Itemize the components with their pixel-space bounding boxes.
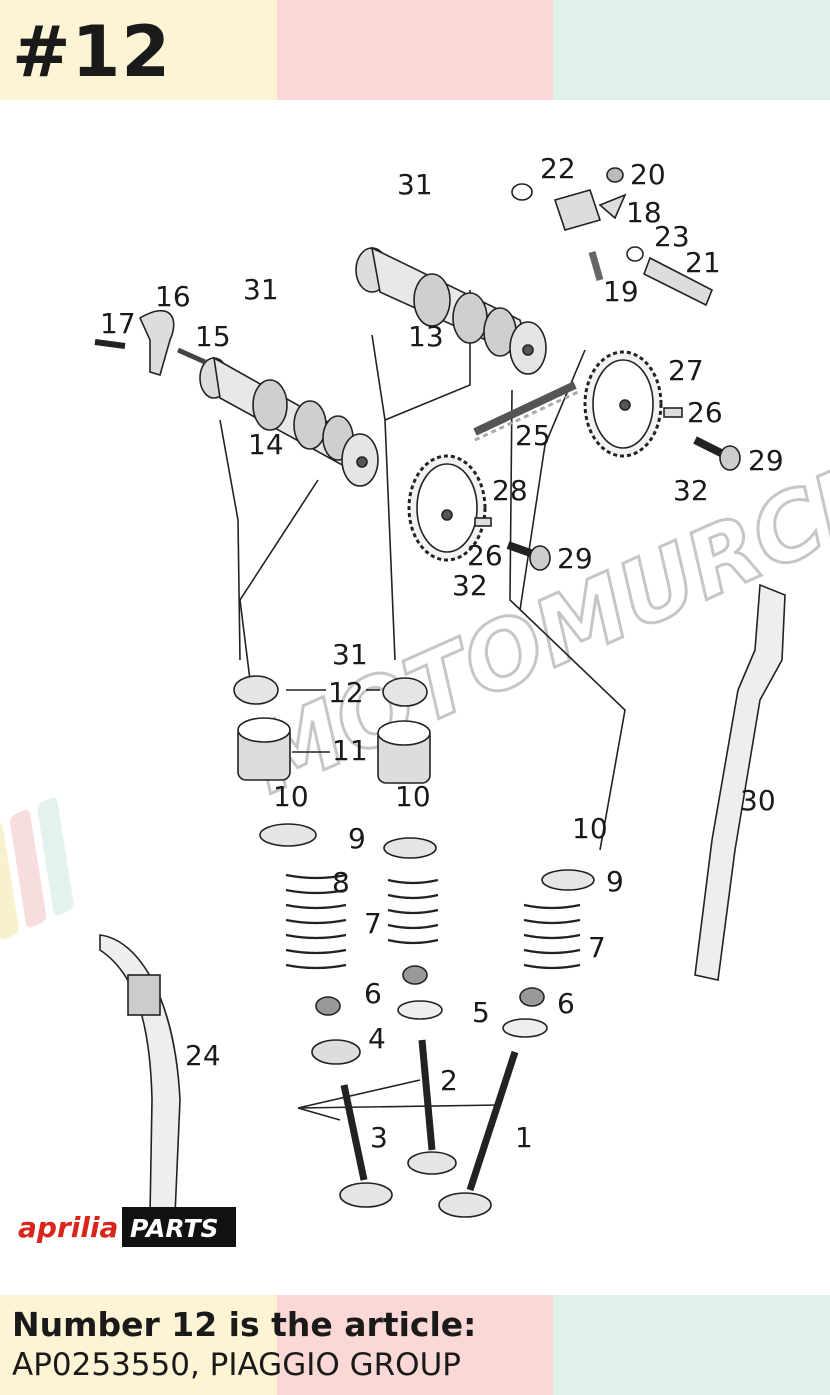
- callout-10b: 10: [395, 780, 431, 813]
- footer-band: [0, 1295, 830, 1395]
- callout-30: 30: [740, 784, 776, 817]
- spring-7-mid: [387, 878, 439, 945]
- retainer-9-mid: [383, 837, 437, 859]
- callout-10: 10: [273, 780, 309, 813]
- callout-24: 24: [185, 1039, 221, 1072]
- part-number-badge: #12: [12, 11, 172, 93]
- callout-32b: 32: [452, 569, 488, 602]
- aprilia-parts-logo: aprilia PARTS: [16, 1205, 236, 1247]
- callout-4: 4: [368, 1022, 386, 1055]
- camshaft-14: [199, 356, 379, 487]
- valve-1: [438, 1050, 519, 1218]
- callout-7b: 7: [588, 931, 606, 964]
- callout-18: 18: [626, 196, 662, 229]
- callout-9: 9: [348, 822, 366, 855]
- header-band: [0, 0, 830, 100]
- callout-23: 23: [654, 220, 690, 253]
- tappet-11-left: [237, 717, 291, 781]
- spring-8: [285, 873, 347, 970]
- washer-4: [311, 1039, 361, 1065]
- callout-6: 6: [364, 977, 382, 1010]
- sprocket-28: [407, 454, 487, 562]
- callout-7: 7: [364, 907, 382, 940]
- callout-31b: 31: [243, 273, 279, 306]
- callout-labels: 1 2 3 4 5 6 6 7 7 8 9 9 10 10 10 11 12 1…: [100, 152, 784, 1154]
- callout-31c: 31: [332, 638, 368, 671]
- callout-2: 2: [440, 1064, 458, 1097]
- callout-21: 21: [685, 246, 721, 279]
- parts-drawing: [94, 167, 786, 1218]
- timing-chain-25: [473, 381, 579, 442]
- callout-19: 19: [603, 275, 639, 308]
- callout-12: 12: [328, 676, 364, 709]
- callout-14: 14: [248, 428, 284, 461]
- camshaft-13: [355, 246, 547, 375]
- bolt-29-upper: [693, 436, 741, 471]
- callout-22: 22: [540, 152, 576, 185]
- callout-15: 15: [195, 320, 231, 353]
- callout-11: 11: [332, 734, 368, 767]
- callout-17: 17: [100, 307, 136, 340]
- caption-line-1: Number 12 is the article:: [12, 1305, 477, 1344]
- callout-26b: 26: [467, 539, 503, 572]
- callout-26: 26: [687, 396, 723, 429]
- header-band-pink: [276, 0, 554, 100]
- callout-31: 31: [397, 168, 433, 201]
- header-band-yellow: [0, 0, 277, 100]
- callout-29b: 29: [557, 542, 593, 575]
- callout-9b: 9: [606, 865, 624, 898]
- valve-2: [407, 1039, 457, 1175]
- callout-1: 1: [515, 1121, 533, 1154]
- callout-8: 8: [332, 866, 350, 899]
- decompressor-assembly: [511, 167, 714, 307]
- callout-5: 5: [472, 996, 490, 1029]
- footer-band-pink: [276, 1295, 554, 1395]
- callout-32: 32: [673, 474, 709, 507]
- callout-16: 16: [155, 280, 191, 313]
- callout-28: 28: [492, 474, 528, 507]
- washer-5: [397, 1000, 443, 1020]
- lever-16: [94, 310, 207, 376]
- shim-12-left: [233, 675, 279, 705]
- callout-20: 20: [630, 158, 666, 191]
- valve-3: [339, 1084, 393, 1208]
- header-band-green: [553, 0, 830, 100]
- washer-5-right: [502, 1018, 548, 1038]
- callout-27: 27: [668, 354, 704, 387]
- bolt-29-lower: [506, 541, 551, 571]
- spring-7-right: [523, 903, 581, 970]
- footer-band-yellow: [0, 1295, 277, 1395]
- caption-line-2: AP0253550, PIAGGIO GROUP: [12, 1347, 461, 1383]
- exploded-parts-diagram: MOTOMURCIA: [0, 145, 830, 1253]
- tappet-11-right: [377, 720, 431, 784]
- callout-6b: 6: [557, 987, 575, 1020]
- callout-29: 29: [748, 444, 784, 477]
- pin-26-upper: [663, 407, 683, 418]
- sprocket-27: [583, 350, 663, 458]
- svg-text:aprilia: aprilia: [18, 1211, 118, 1244]
- chain-tensioner-30: [694, 583, 786, 981]
- valve-seal-6-mid: [402, 965, 428, 985]
- callout-13: 13: [408, 320, 444, 353]
- svg-text:PARTS: PARTS: [130, 1214, 219, 1243]
- valve-seal-6-left: [315, 996, 341, 1016]
- retainer-9-left: [259, 823, 317, 847]
- footer-band-green: [553, 1295, 830, 1395]
- callout-25: 25: [515, 419, 551, 452]
- callout-3: 3: [370, 1121, 388, 1154]
- callout-10c: 10: [572, 812, 608, 845]
- shim-12-right: [382, 677, 428, 707]
- article-caption: Number 12 is the article: AP0253550, PIA…: [12, 1305, 476, 1385]
- valve-seal-6-right: [519, 987, 545, 1007]
- retainer-9-right: [541, 869, 595, 891]
- pin-26-lower: [474, 517, 492, 527]
